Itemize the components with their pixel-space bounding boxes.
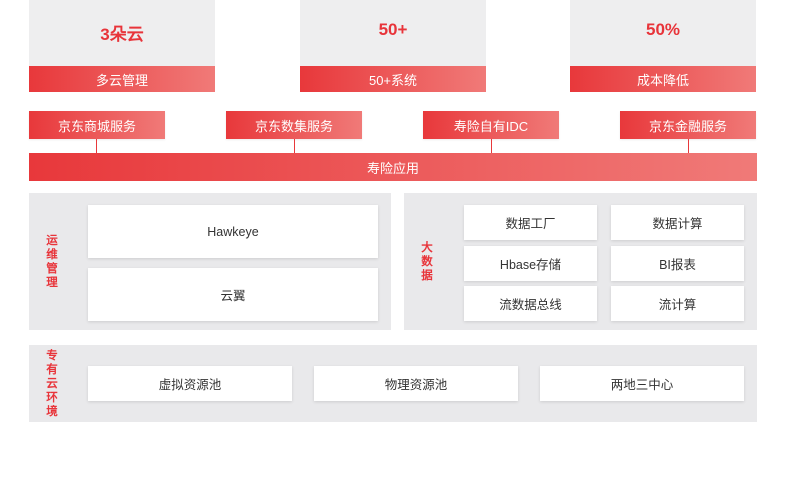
cloud-item-virtual-pool: 虚拟资源池 <box>88 366 292 401</box>
stat-card-multicloud: 3朵云 <box>29 0 215 66</box>
stat-label-bar: 50+系统 <box>300 66 486 92</box>
connector-line <box>96 139 97 153</box>
title-char: 有 <box>46 363 58 376</box>
title-char: 管 <box>46 262 58 275</box>
stat-card-cost: 50% <box>570 0 756 66</box>
service-bar-jd-finance: 京东金融服务 <box>620 111 756 139</box>
bigdata-item-hbase: Hbase存储 <box>464 246 597 281</box>
title-char: 数 <box>421 255 433 268</box>
ops-panel-title: 运 维 管 理 <box>29 193 75 330</box>
bigdata-item-data-factory: 数据工厂 <box>464 205 597 240</box>
stat-card-systems: 50+ <box>300 0 486 66</box>
stat-value: 50+ <box>378 20 408 39</box>
bigdata-item-bi-report: BI报表 <box>611 246 744 281</box>
stat-value: 50% <box>645 20 681 39</box>
title-char: 运 <box>46 234 58 247</box>
service-bar-jd-data: 京东数集服务 <box>226 111 362 139</box>
bigdata-panel-title: 大 数 据 <box>404 193 450 330</box>
ops-item-yunyi: 云翼 <box>88 268 378 321</box>
ops-item-hawkeye: Hawkeye <box>88 205 378 258</box>
private-cloud-panel-title: 专 有 云 环 境 <box>29 345 75 422</box>
stat-label-bar: 成本降低 <box>570 66 756 92</box>
bigdata-item-stream-compute: 流计算 <box>611 286 744 321</box>
title-char: 环 <box>46 391 58 404</box>
cloud-item-physical-pool: 物理资源池 <box>314 366 518 401</box>
title-char: 维 <box>46 248 58 261</box>
service-bar-jd-mall: 京东商城服务 <box>29 111 165 139</box>
connector-line <box>294 139 295 153</box>
connector-line <box>688 139 689 153</box>
title-char: 境 <box>46 405 58 418</box>
title-char: 专 <box>46 349 58 362</box>
connector-line <box>491 139 492 153</box>
title-char: 理 <box>46 276 58 289</box>
title-char: 云 <box>46 377 58 390</box>
title-char: 大 <box>421 241 433 254</box>
service-bar-own-idc: 寿险自有IDC <box>423 111 559 139</box>
stat-label-bar: 多云管理 <box>29 66 215 92</box>
cloud-item-multi-center: 两地三中心 <box>540 366 744 401</box>
bigdata-item-data-compute: 数据计算 <box>611 205 744 240</box>
stat-value: 3朵云 <box>100 25 144 44</box>
bigdata-item-stream-bus: 流数据总线 <box>464 286 597 321</box>
app-bar: 寿险应用 <box>29 153 757 181</box>
title-char: 据 <box>421 269 433 282</box>
